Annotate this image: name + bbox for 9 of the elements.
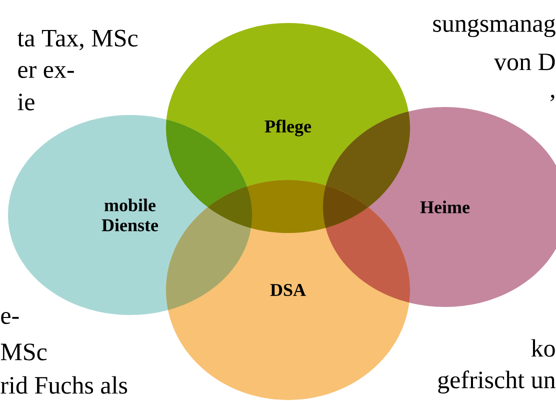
text-fragment: er ex- <box>18 66 74 78</box>
text-fragment: ko <box>531 339 555 357</box>
text-fragment: sungsmanag <box>433 18 556 38</box>
text-fragment: MSc <box>0 344 47 360</box>
text-fragment: rid Fuchs als <box>0 376 128 394</box>
text-fragment: e- <box>1 312 19 324</box>
text-fragment: ta Tax, MSc <box>17 30 138 50</box>
text-fragment: gefrischt un <box>438 370 556 394</box>
text-fragment: von D <box>494 54 555 70</box>
